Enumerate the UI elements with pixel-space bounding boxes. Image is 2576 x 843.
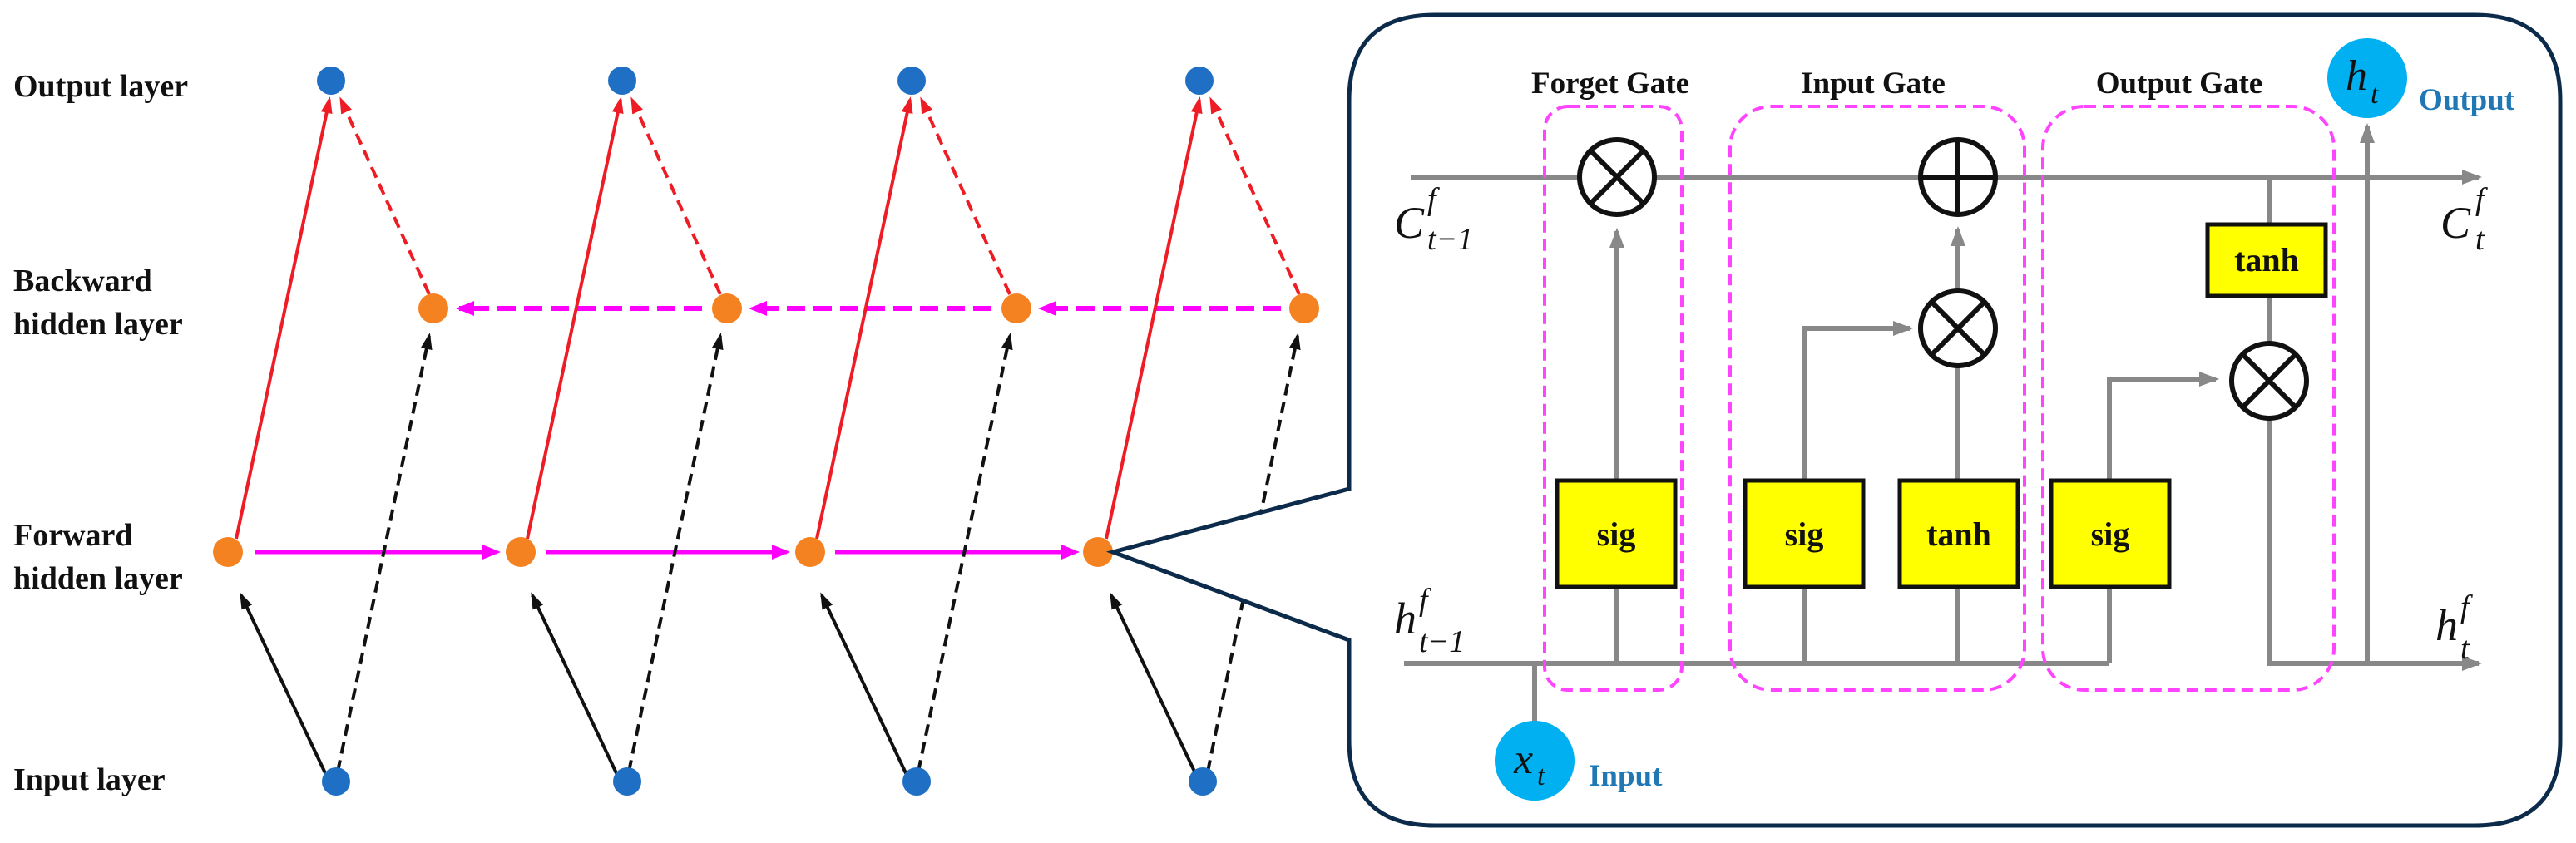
output-node	[317, 67, 345, 95]
h-prev-label: h	[1394, 594, 1417, 643]
backward-hidden-node	[712, 293, 742, 323]
forward-hidden-node	[795, 537, 825, 567]
tanh-cell-box: tanh	[2205, 222, 2328, 298]
c-t-label: C	[2440, 198, 2471, 248]
forward-hidden-node	[213, 537, 243, 567]
sig-output-label: sig	[2091, 515, 2130, 553]
forward-hidden-node	[506, 537, 536, 567]
c-prev-label: C	[1394, 198, 1425, 248]
backward-hidden-node	[1001, 293, 1031, 323]
input-sig-path	[1802, 321, 1913, 481]
backward-to-output-arrow	[339, 96, 431, 295]
output-sig-path	[2107, 372, 2219, 481]
xt-symbol: x	[1513, 736, 1533, 783]
output-node	[1185, 67, 1214, 95]
backward-layer-label: Backward	[13, 264, 152, 298]
forget-gate-outline	[1543, 105, 1684, 692]
ht-output-node: h t	[2327, 38, 2407, 118]
backward-hidden-node	[1289, 293, 1319, 323]
forget-gate-title: Forget Gate	[1531, 67, 1689, 101]
h-t-sub: t	[2460, 631, 2470, 666]
panel-border	[1105, 12, 2563, 828]
c-prev-sub: t−1	[1427, 222, 1473, 257]
forward-hidden-node	[1083, 537, 1113, 567]
ht-sub: t	[2371, 79, 2380, 110]
backward-layer-label: hidden layer	[13, 307, 183, 342]
forward-to-output-arrow	[526, 96, 624, 540]
output-gate-outline	[2041, 105, 2336, 692]
xt-sub: t	[1537, 761, 1546, 791]
input-io-label: Input	[1589, 759, 1663, 793]
h-prev-sub: t−1	[1419, 624, 1465, 659]
forward-to-output-arrow	[815, 96, 913, 540]
lstm-cell-panel: Forget Gate Input Gate Output Gate sig s…	[1105, 12, 2563, 828]
input-to-forward-arrow	[531, 592, 619, 776]
input-node	[322, 767, 350, 796]
network-arrows	[235, 96, 1301, 776]
multiply-icon	[1577, 137, 1657, 217]
input-to-backward-arrow	[627, 333, 724, 772]
forward-to-output-arrow	[235, 96, 333, 540]
multiply-icon	[2229, 341, 2309, 421]
sig-input-box: sig	[1743, 478, 1866, 589]
input-gate-title: Input Gate	[1801, 67, 1946, 101]
tanh-input-box: tanh	[1897, 478, 2020, 589]
output-layer-label: Output layer	[13, 69, 188, 104]
tanh-cell-label: tanh	[2234, 241, 2299, 279]
output-node	[897, 67, 926, 95]
ht-symbol: h	[2346, 52, 2367, 100]
input-to-forward-arrow	[240, 592, 328, 776]
sig-forget-label: sig	[1597, 515, 1636, 553]
sig-forget-box: sig	[1555, 478, 1678, 589]
forward-layer-label: Forward	[13, 518, 133, 553]
network-nodes	[213, 67, 1319, 796]
input-to-forward-arrow	[1110, 592, 1198, 776]
output-gate-title: Output Gate	[2096, 67, 2262, 101]
input-to-backward-arrow	[336, 333, 433, 772]
input-node	[902, 767, 931, 796]
layer-labels: Output layer Backward hidden layer Forwa…	[13, 69, 188, 797]
forward-layer-label: hidden layer	[13, 561, 183, 596]
xt-input-node: x t	[1495, 721, 1575, 801]
input-node	[1189, 767, 1217, 796]
backward-hidden-node	[418, 293, 448, 323]
c-t-sub: t	[2475, 222, 2485, 257]
output-node	[608, 67, 636, 95]
backward-to-output-arrow	[920, 96, 1011, 295]
input-node	[613, 767, 641, 796]
backward-to-output-arrow	[1209, 96, 1301, 295]
tanh-input-label: tanh	[1926, 515, 1991, 553]
input-to-forward-arrow	[820, 592, 908, 776]
input-to-backward-arrow	[917, 333, 1013, 772]
add-icon	[1918, 137, 1998, 217]
output-hidden-path	[2267, 418, 2482, 671]
sig-input-label: sig	[1785, 515, 1824, 553]
h-t-label: h	[2435, 600, 2458, 650]
cell-flow-lines	[1404, 123, 2482, 722]
sig-output-box: sig	[2049, 478, 2172, 589]
multiply-icon	[1918, 288, 1998, 368]
backward-to-output-arrow	[630, 96, 722, 295]
input-layer-label: Input layer	[13, 762, 166, 797]
forward-to-output-arrow	[1105, 96, 1203, 540]
output-io-label: Output	[2419, 83, 2515, 117]
